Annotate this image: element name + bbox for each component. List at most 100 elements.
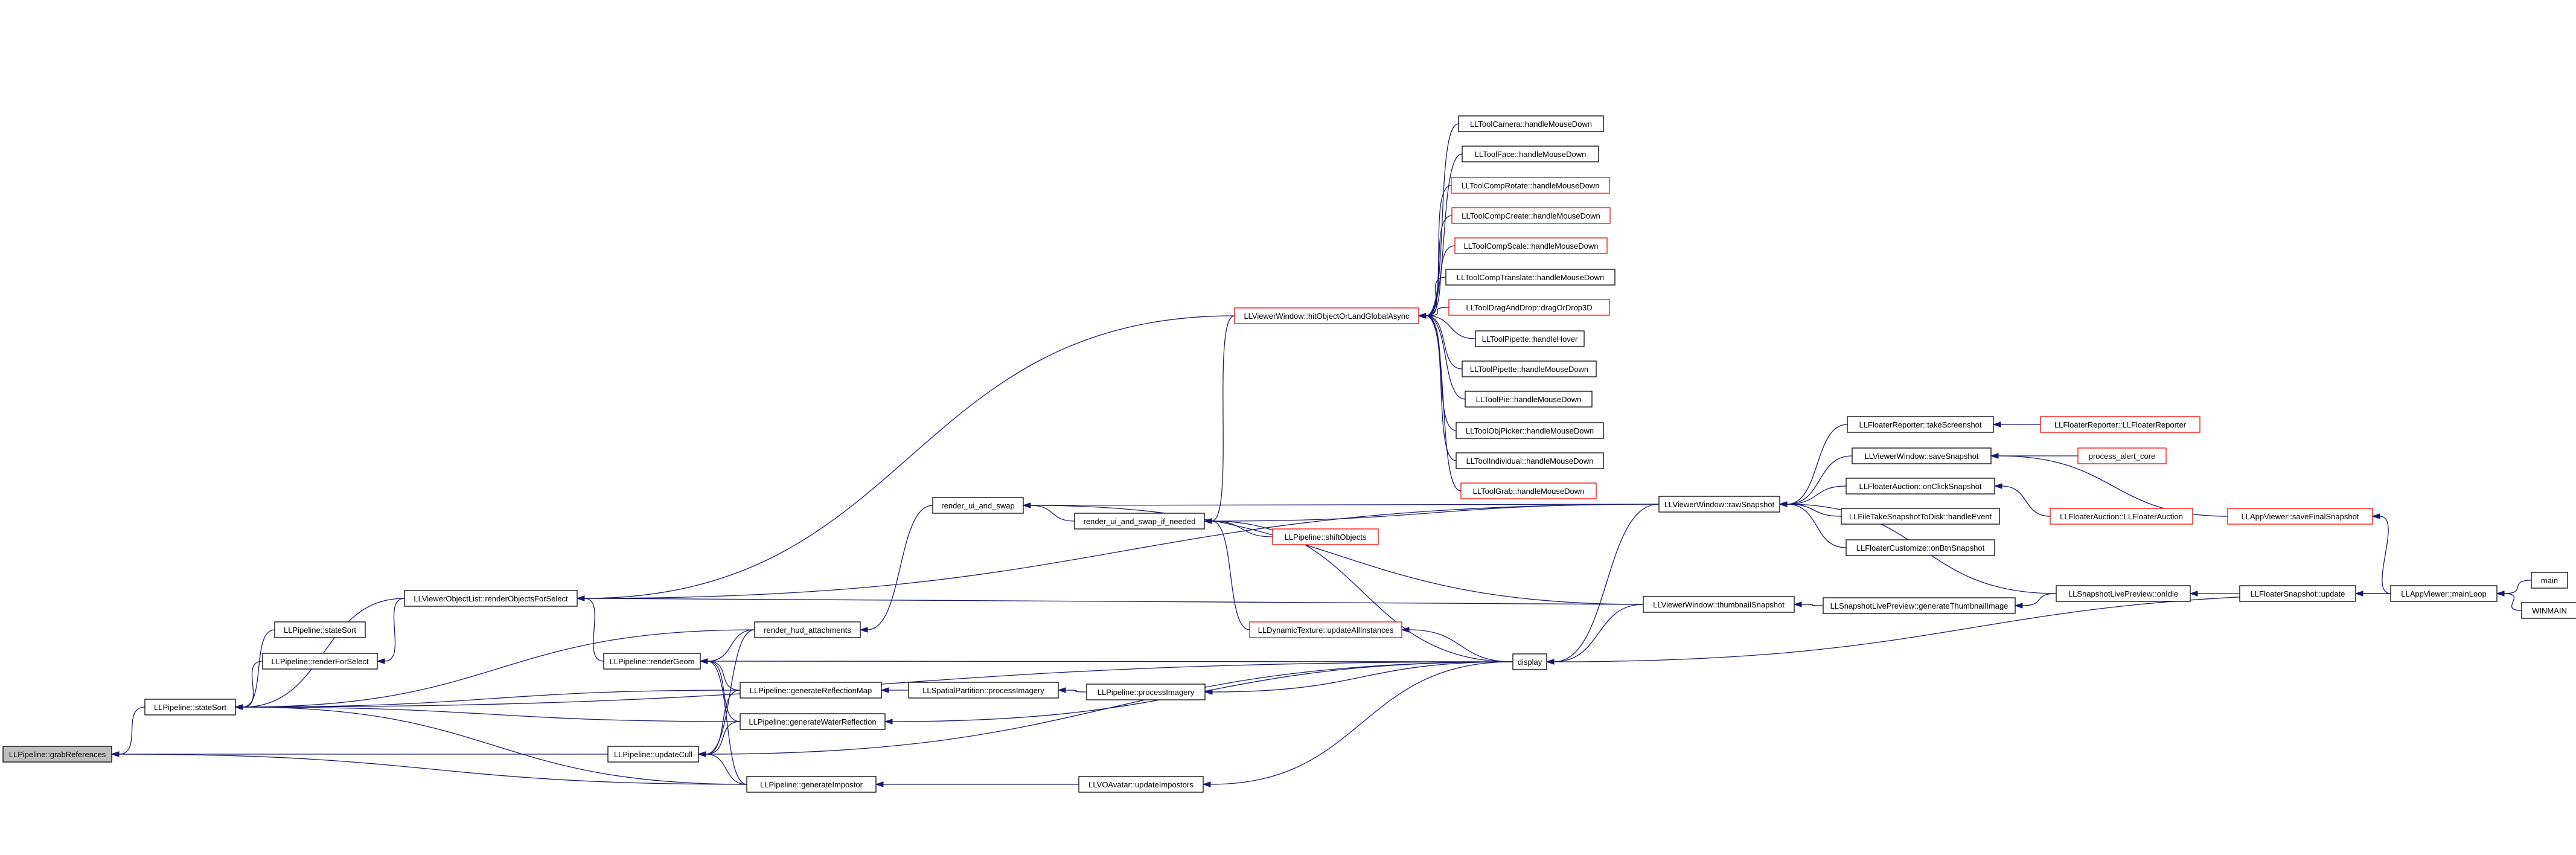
node-label: LLSnapshotLivePreview::generateThumbnail…	[1830, 601, 2009, 610]
node-toolcompscale[interactable]: LLToolCompScale::handleMouseDown	[1454, 237, 1608, 254]
node-renderuiswapif[interactable]: render_ui_and_swap_if_needed	[1074, 513, 1205, 530]
node-pipeprocimagery[interactable]: LLPipeline::processImagery	[1086, 684, 1206, 700]
edge-floaterreporter-to-takescreenshot	[1992, 421, 2041, 427]
node-genreflmap[interactable]: LLPipeline::generateReflectionMap	[740, 682, 882, 699]
node-label: LLToolCamera::handleMouseDown	[1470, 120, 1592, 129]
node-box	[1445, 269, 1616, 286]
node-label: LLToolPie::handleMouseDown	[1476, 395, 1582, 404]
node-label: LLViewerWindow::rawSnapshot	[1664, 500, 1775, 509]
node-label: LLToolPipette::handleHover	[1482, 335, 1578, 344]
node-rawsnapshot[interactable]: LLViewerWindow::rawSnapshot	[1658, 496, 1780, 513]
edge-genimpostor-to-grabreferences	[110, 751, 747, 785]
node-box	[1643, 596, 1795, 613]
node-box	[2077, 447, 2167, 464]
node-winmain[interactable]: WINMAIN	[2521, 602, 2576, 619]
node-renderhud[interactable]: render_hud_attachments	[754, 621, 861, 638]
edge-mainloop-to-floatersnapupdate	[2354, 591, 2391, 597]
node-filetakesnapshot[interactable]: LLFileTakeSnapshotToDisk::handleEvent	[1841, 508, 2000, 525]
node-dyntexupdate[interactable]: LLDynamicTexture::updateAllInstances	[1249, 621, 1402, 638]
node-label: LLToolObjPicker::handleMouseDown	[1466, 426, 1594, 435]
node-statesort2[interactable]: LLPipeline::stateSort	[274, 621, 366, 638]
node-grabreferences: LLPipeline::grabReferences	[2, 746, 112, 763]
node-toolface[interactable]: LLToolFace::handleMouseDown	[1462, 146, 1599, 162]
node-box	[2050, 508, 2193, 525]
node-display[interactable]: display	[1512, 653, 1547, 670]
node-toolobjpicker[interactable]: LLToolObjPicker::handleMouseDown	[1456, 422, 1604, 439]
node-toolcomptranslate[interactable]: LLToolCompTranslate::handleMouseDown	[1445, 269, 1616, 286]
node-label: LLToolDragAndDrop::dragOrDrop3D	[1466, 303, 1592, 312]
node-label: LLPipeline::renderForSelect	[271, 657, 369, 666]
node-onidle[interactable]: LLSnapshotLivePreview::onIdle	[2056, 585, 2191, 602]
node-box	[1475, 330, 1585, 347]
node-toolgrab[interactable]: LLToolGrab::handleMouseDown	[1460, 482, 1597, 499]
node-label: render_ui_and_swap	[941, 501, 1014, 510]
node-renderforselect[interactable]: LLPipeline::renderForSelect	[262, 653, 378, 670]
node-savefinalsnapshot[interactable]: LLAppViewer::saveFinalSnapshot	[2227, 508, 2373, 525]
node-tooldragdrop[interactable]: LLToolDragAndDrop::dragOrDrop3D	[1448, 299, 1610, 316]
edge-thumbnailsnapshot-to-renderuiswap	[1022, 502, 1644, 605]
edges-layer	[110, 123, 2532, 787]
node-floatersnapupdate[interactable]: LLFloaterSnapshot::update	[2239, 585, 2356, 602]
node-label: LLFloaterCustomize::onBtnSnapshot	[1856, 543, 1985, 552]
edge-rawsnapshot-to-renderuiswapif	[1203, 504, 1660, 524]
edge-mainloop-to-savefinalsnapshot	[2371, 513, 2391, 594]
node-hitobject[interactable]: LLViewerWindow::hitObjectOrLandGlobalAsy…	[1234, 307, 1419, 324]
node-box	[262, 653, 378, 670]
node-label: LLFileTakeSnapshotToDisk::handleEvent	[1849, 512, 1992, 521]
node-spatialprocimagery[interactable]: LLSpatialPartition::processImagery	[908, 682, 1059, 699]
edge-display-to-voupdateimpostors	[1202, 661, 1513, 787]
edge-mainloop-to-display	[1545, 593, 2391, 665]
node-toolindividual[interactable]: LLToolIndividual::handleMouseDown	[1456, 452, 1604, 469]
node-box	[144, 699, 236, 716]
node-takescreenshot[interactable]: LLFloaterReporter::takeScreenshot	[1847, 416, 1994, 433]
edge-winmain-to-mainloop	[2496, 591, 2522, 611]
node-savesnapshot[interactable]: LLViewerWindow::saveSnapshot	[1852, 447, 1992, 464]
node-box	[1451, 207, 1611, 224]
node-shiftobjects[interactable]: LLPipeline::shiftObjects	[1272, 528, 1379, 545]
node-renderuiswap[interactable]: render_ui_and_swap	[932, 497, 1024, 514]
node-label: main	[2541, 576, 2558, 585]
node-renderobjectsforselect[interactable]: LLViewerObjectList::renderObjectsForSele…	[404, 590, 578, 607]
node-thumbnailsnapshot[interactable]: LLViewerWindow::thumbnailSnapshot	[1643, 596, 1795, 613]
node-processalert[interactable]: process_alert_core	[2077, 447, 2167, 464]
node-rendergeom[interactable]: LLPipeline::renderGeom	[603, 653, 701, 670]
node-label: LLPipeline::generateWaterReflection	[749, 717, 876, 726]
node-label: LLDynamicTexture::updateAllInstances	[1258, 626, 1394, 635]
node-toolcomprotate[interactable]: LLToolCompRotate::handleMouseDown	[1451, 177, 1610, 194]
node-label: LLToolGrab::handleMouseDown	[1473, 487, 1585, 496]
node-onclicksnapshot[interactable]: LLFloaterAuction::onClickSnapshot	[1846, 478, 1995, 495]
node-label: process_alert_core	[2089, 452, 2156, 461]
node-box	[1074, 513, 1205, 530]
node-box	[1462, 360, 1597, 377]
node-toolpie[interactable]: LLToolPie::handleMouseDown	[1465, 391, 1593, 408]
node-box	[1451, 177, 1610, 194]
node-label: LLPipeline::generateImpostor	[760, 780, 863, 789]
node-label: LLPipeline::grabReferences	[9, 750, 106, 759]
node-main[interactable]: main	[2531, 572, 2568, 589]
node-statesort[interactable]: LLPipeline::stateSort	[144, 699, 236, 716]
node-box	[1249, 621, 1402, 638]
node-label: LLToolPipette::handleMouseDown	[1470, 365, 1588, 374]
node-toolcamera[interactable]: LLToolCamera::handleMouseDown	[1458, 115, 1604, 132]
node-voupdateimpostors[interactable]: LLVOAvatar::updateImpostors	[1078, 776, 1204, 793]
node-floaterreporter[interactable]: LLFloaterReporter::LLFloaterReporter	[2040, 416, 2200, 433]
edge-renderhud-to-rendergeom	[699, 629, 755, 664]
node-genthumbnail[interactable]: LLSnapshotLivePreview::generateThumbnail…	[1823, 597, 2016, 614]
edge-dyntexupdate-to-renderuiswapif	[1203, 518, 1250, 630]
node-box	[932, 497, 1024, 514]
node-box	[1462, 146, 1599, 162]
node-toolpipettehover[interactable]: LLToolPipette::handleHover	[1475, 330, 1585, 347]
node-label: WINMAIN	[2532, 606, 2567, 615]
node-updatecull[interactable]: LLPipeline::updateCull	[607, 746, 699, 763]
node-toolcompcreate[interactable]: LLToolCompCreate::handleMouseDown	[1451, 207, 1611, 224]
node-floaterauction[interactable]: LLFloaterAuction::LLFloaterAuction	[2050, 508, 2193, 525]
node-box	[1846, 478, 1995, 495]
node-box	[1448, 299, 1610, 316]
node-genwaterrefl[interactable]: LLPipeline::generateWaterReflection	[740, 713, 886, 730]
node-mainloop[interactable]: LLAppViewer::mainLoop	[2390, 585, 2498, 602]
node-box	[1456, 452, 1604, 469]
node-box	[2056, 585, 2191, 602]
node-floatercustomize[interactable]: LLFloaterCustomize::onBtnSnapshot	[1846, 539, 1995, 556]
node-toolpipettedown[interactable]: LLToolPipette::handleMouseDown	[1462, 360, 1597, 377]
node-genimpostor[interactable]: LLPipeline::generateImpostor	[746, 776, 877, 793]
